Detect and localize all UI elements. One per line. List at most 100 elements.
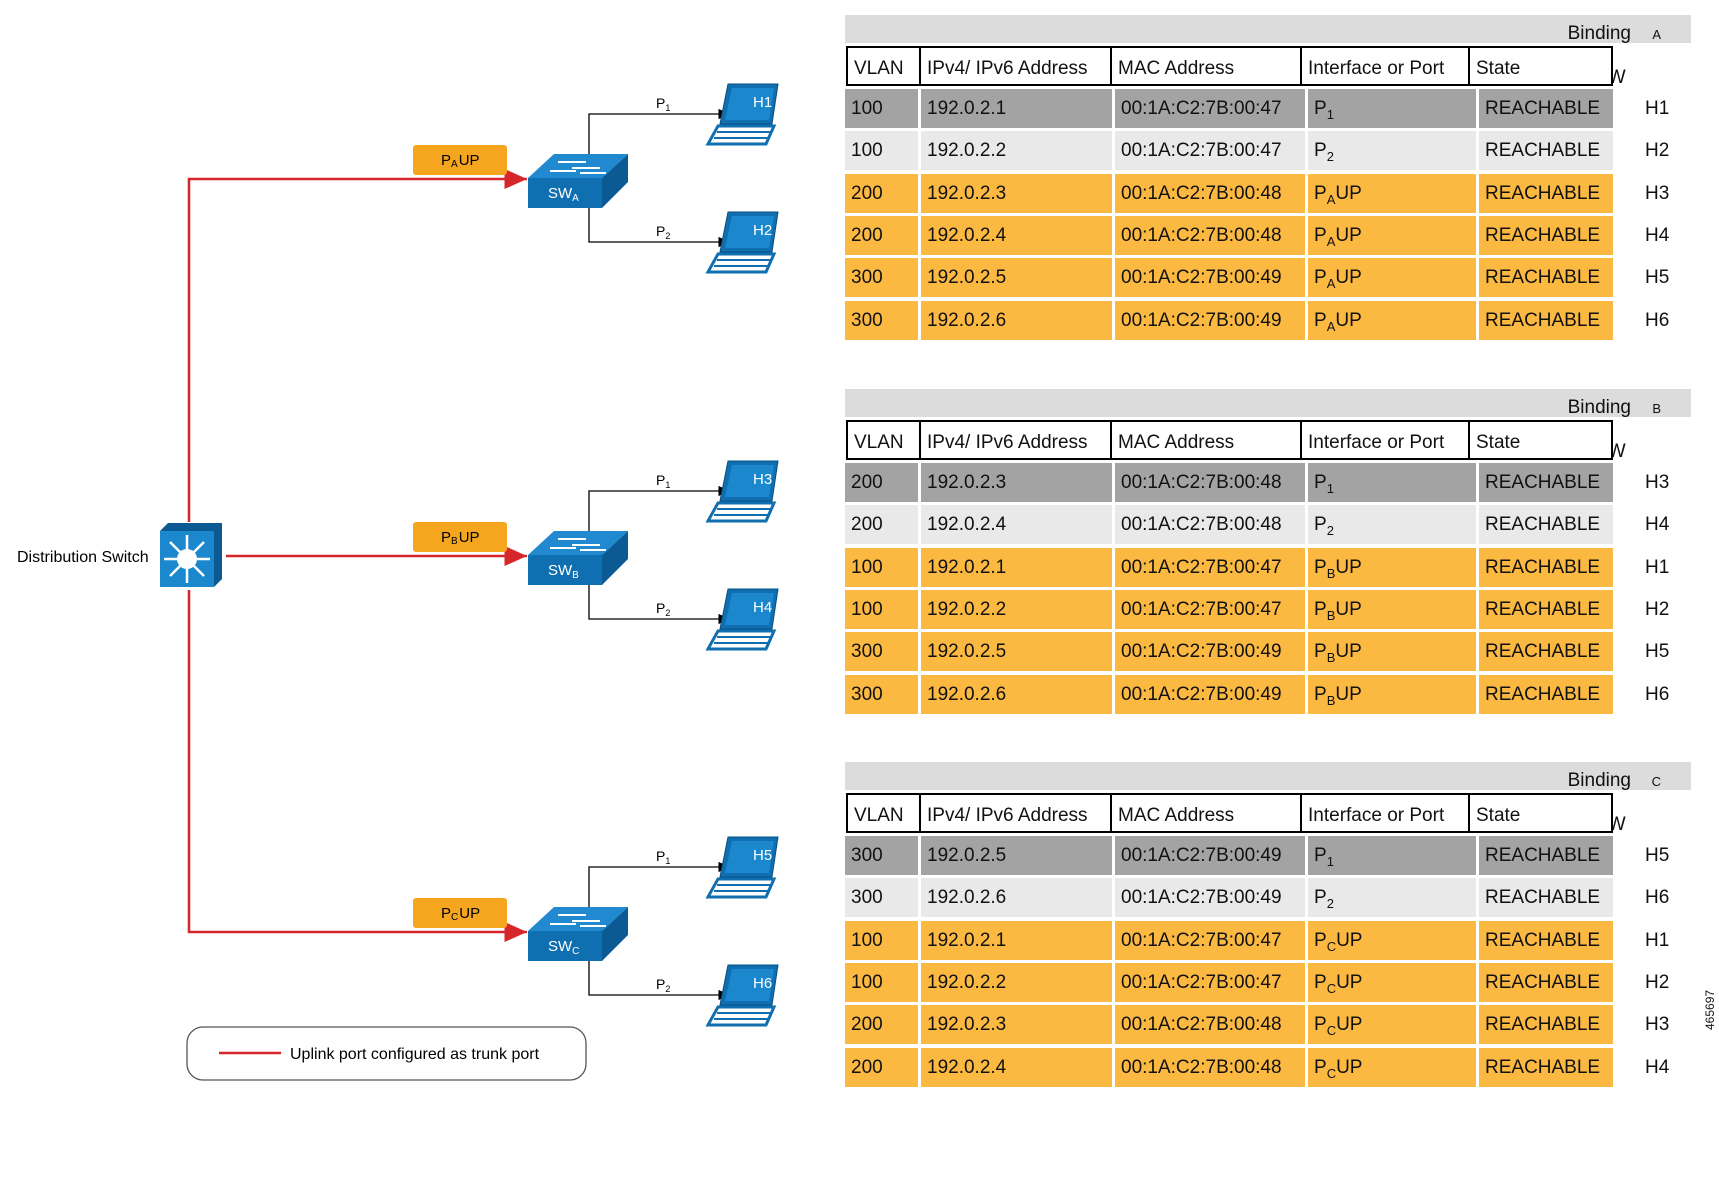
vlan-cell: 100 — [845, 589, 918, 629]
mac-cell: 00:1A:C2:7B:00:49 — [1115, 258, 1305, 298]
mac-cell: 00:1A:C2:7B:00:47 — [1115, 131, 1305, 171]
row-host-label: H1 — [1645, 929, 1670, 951]
column-header: State — [1476, 58, 1521, 79]
column-header: MAC Address — [1112, 795, 1302, 831]
port-lines — [588, 861, 730, 1001]
row-host-label: H6 — [1645, 683, 1670, 705]
row-host-label: H5 — [1645, 845, 1670, 866]
binding-table-title: Binding table for SWC — [845, 762, 1691, 835]
column-header: VLAN — [848, 795, 921, 831]
port-cell: P2 — [1308, 131, 1476, 171]
state-cell: REACHABLE — [1479, 215, 1613, 255]
table-row: 300 192.0.2.5 00:1A:C2:7B:00:49 P1 REACH… — [845, 836, 1616, 875]
ip-cell: 192.0.2.6 — [921, 878, 1112, 918]
table-row: 200 192.0.2.3 00:1A:C2:7B:00:48 PCUP REA… — [845, 1005, 1616, 1045]
row-host-label: H4 — [1645, 224, 1670, 246]
mac-cell: 00:1A:C2:7B:00:49 — [1115, 632, 1305, 672]
ip-cell: 192.0.2.3 — [921, 1005, 1112, 1045]
port-cell: PCUP — [1308, 1047, 1476, 1087]
state-cell: REACHABLE — [1479, 131, 1613, 171]
table-row: 200 192.0.2.4 00:1A:C2:7B:00:48 P2 REACH… — [845, 505, 1616, 545]
column-header: IPv4/ IPv6 Address — [921, 48, 1112, 84]
vlan-cell: 100 — [845, 89, 918, 128]
port-p2-label: P2 — [656, 600, 670, 618]
mac-cell: 00:1A:C2:7B:00:48 — [1115, 463, 1305, 502]
host-label: H1 — [753, 94, 772, 111]
port-cell: PCUP — [1308, 1005, 1476, 1045]
mac-cell: 00:1A:C2:7B:00:48 — [1115, 215, 1305, 255]
column-header: State — [1476, 805, 1521, 826]
port-cell: P1 — [1308, 836, 1476, 875]
mac-cell: 00:1A:C2:7B:00:47 — [1115, 962, 1305, 1002]
row-host-label: H2 — [1645, 971, 1670, 993]
vlan-cell: 300 — [845, 632, 918, 672]
uplink-badge: PBUP — [413, 522, 507, 552]
state-cell: REACHABLE — [1479, 878, 1613, 918]
port-p2-label: P2 — [656, 976, 670, 994]
table-row: 100 192.0.2.1 00:1A:C2:7B:00:47 PBUP REA… — [845, 547, 1616, 587]
column-header: VLAN — [848, 48, 921, 84]
state-cell: REACHABLE — [1479, 920, 1613, 960]
vlan-cell: 200 — [845, 215, 918, 255]
vlan-cell: 300 — [845, 836, 918, 875]
mac-cell: 00:1A:C2:7B:00:49 — [1115, 878, 1305, 918]
table-row: 100 192.0.2.1 00:1A:C2:7B:00:47 PCUP REA… — [845, 920, 1616, 960]
access-switch-label: SWA — [548, 185, 579, 204]
vlan-cell: 300 — [845, 258, 918, 298]
state-cell: REACHABLE — [1479, 1005, 1613, 1045]
binding-table-title: Binding table for SWB — [845, 389, 1691, 462]
row-host-label: H5 — [1645, 267, 1670, 289]
legend-text: Uplink port configured as trunk port — [290, 1046, 540, 1063]
port-p1-label: P1 — [656, 95, 670, 113]
ip-cell: 192.0.2.1 — [921, 89, 1112, 128]
ip-cell: 192.0.2.6 — [921, 674, 1112, 714]
mac-cell: 00:1A:C2:7B:00:48 — [1115, 1005, 1305, 1045]
column-header: MAC Address — [1112, 48, 1302, 84]
uplink-trunk-lines — [187, 169, 527, 942]
ip-cell: 192.0.2.5 — [921, 836, 1112, 875]
ip-cell: 192.0.2.6 — [921, 300, 1112, 340]
column-header: VLAN — [848, 422, 921, 458]
access-switch-label: SWB — [548, 562, 579, 581]
column-header: Interface or Port — [1302, 48, 1470, 84]
svg-text:PCUP: PCUP — [441, 905, 480, 923]
state-cell: REACHABLE — [1479, 836, 1613, 875]
vlan-cell: 300 — [845, 674, 918, 714]
access-switch-label: SWC — [548, 938, 579, 957]
svg-text:PBUP: PBUP — [441, 529, 480, 547]
table-row: 300 192.0.2.5 00:1A:C2:7B:00:49 PBUP REA… — [845, 632, 1616, 672]
port-cell: PBUP — [1308, 547, 1476, 587]
column-header: Interface or Port — [1302, 422, 1470, 458]
vlan-cell: 300 — [845, 878, 918, 918]
ip-cell: 192.0.2.3 — [921, 463, 1112, 502]
host-label: H2 — [753, 222, 772, 239]
ip-cell: 192.0.2.1 — [921, 547, 1112, 587]
port-p1-label: P1 — [656, 848, 670, 866]
host-label: H4 — [753, 599, 772, 616]
row-host-label: H4 — [1645, 514, 1670, 536]
port-cell: P2 — [1308, 878, 1476, 918]
port-cell: PCUP — [1308, 920, 1476, 960]
vlan-cell: 200 — [845, 173, 918, 213]
column-header: MAC Address — [1112, 422, 1302, 458]
row-host-label: H3 — [1645, 1014, 1670, 1036]
state-cell: REACHABLE — [1479, 632, 1613, 672]
mac-cell: 00:1A:C2:7B:00:47 — [1115, 589, 1305, 629]
port-cell: PBUP — [1308, 589, 1476, 629]
ip-cell: 192.0.2.5 — [921, 632, 1112, 672]
table-row: 200 192.0.2.3 00:1A:C2:7B:00:48 PAUP REA… — [845, 173, 1616, 213]
host-label: H3 — [753, 471, 772, 488]
port-cell: P1 — [1308, 463, 1476, 502]
mac-cell: 00:1A:C2:7B:00:47 — [1115, 920, 1305, 960]
column-header: Interface or Port — [1302, 795, 1470, 831]
row-host-label: H6 — [1645, 309, 1670, 331]
vlan-cell: 200 — [845, 463, 918, 502]
distribution-switch-icon — [160, 523, 222, 587]
vlan-cell: 300 — [845, 300, 918, 340]
vlan-cell: 100 — [845, 131, 918, 171]
row-host-label: H3 — [1645, 182, 1670, 204]
ip-cell: 192.0.2.2 — [921, 962, 1112, 1002]
state-cell: REACHABLE — [1479, 589, 1613, 629]
